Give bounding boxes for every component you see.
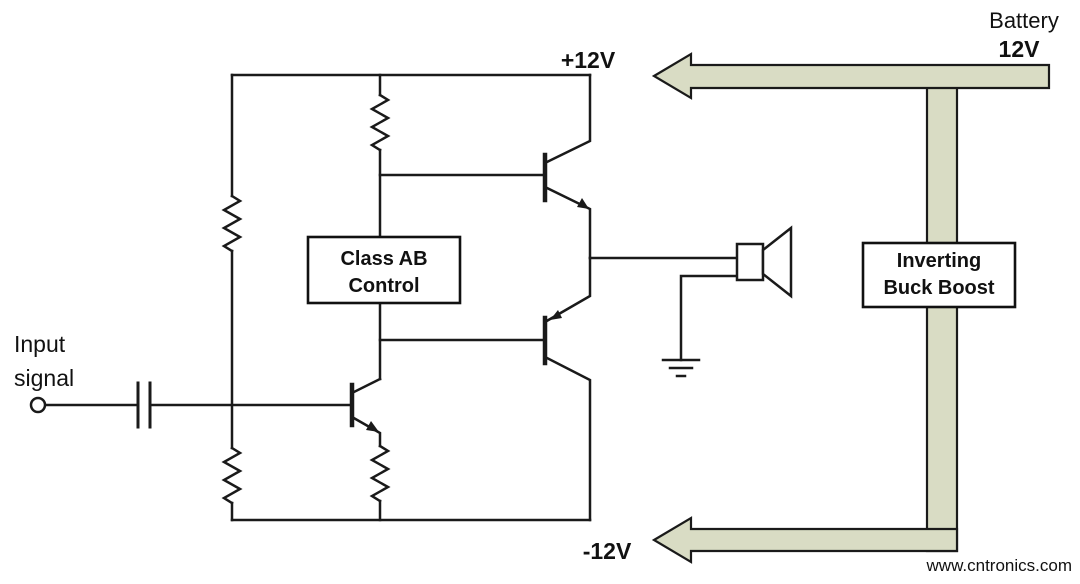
buck-boost-label-line1: Inverting — [897, 250, 981, 272]
input-terminal-icon — [29, 396, 47, 414]
output-npn-transistor-icon — [542, 73, 592, 260]
input-signal-label-line2: signal — [14, 365, 74, 391]
wiring — [43, 73, 739, 522]
class-ab-label-line1: Class AB — [340, 248, 427, 270]
bias-resistor-upper-icon — [221, 194, 243, 253]
speaker-icon — [735, 225, 793, 299]
coupling-capacitor-icon — [136, 381, 152, 429]
battery-label: Battery — [989, 8, 1059, 33]
bias-resistor-lower-icon — [221, 446, 243, 505]
class-ab-label-line2: Control — [348, 275, 419, 297]
class-ab-control-block: Class AB Control — [306, 235, 462, 305]
power-bus-vertical-bar-icon — [925, 74, 959, 553]
watermark: www.cntronics.com — [926, 556, 1072, 575]
power-arrow-top-icon — [651, 52, 1051, 100]
output-pnp-transistor-icon — [542, 256, 592, 522]
battery-power-bus — [651, 52, 1051, 564]
battery-voltage-label: 12V — [999, 36, 1041, 62]
power-arrow-bottom-icon — [651, 516, 959, 564]
negative-rail-label: -12V — [583, 538, 632, 564]
collector-resistor-icon — [369, 93, 391, 152]
inverting-buck-boost-block: Inverting Buck Boost — [861, 241, 1017, 309]
buck-boost-label-line2: Buck Boost — [883, 277, 994, 299]
input-signal-label-line1: Input — [14, 331, 66, 357]
emitter-resistor-icon — [369, 444, 391, 503]
driver-npn-transistor-icon — [349, 377, 382, 448]
ground-tap-wire — [679, 274, 739, 362]
ground-icon — [661, 358, 701, 378]
positive-rail-label: +12V — [561, 47, 616, 73]
